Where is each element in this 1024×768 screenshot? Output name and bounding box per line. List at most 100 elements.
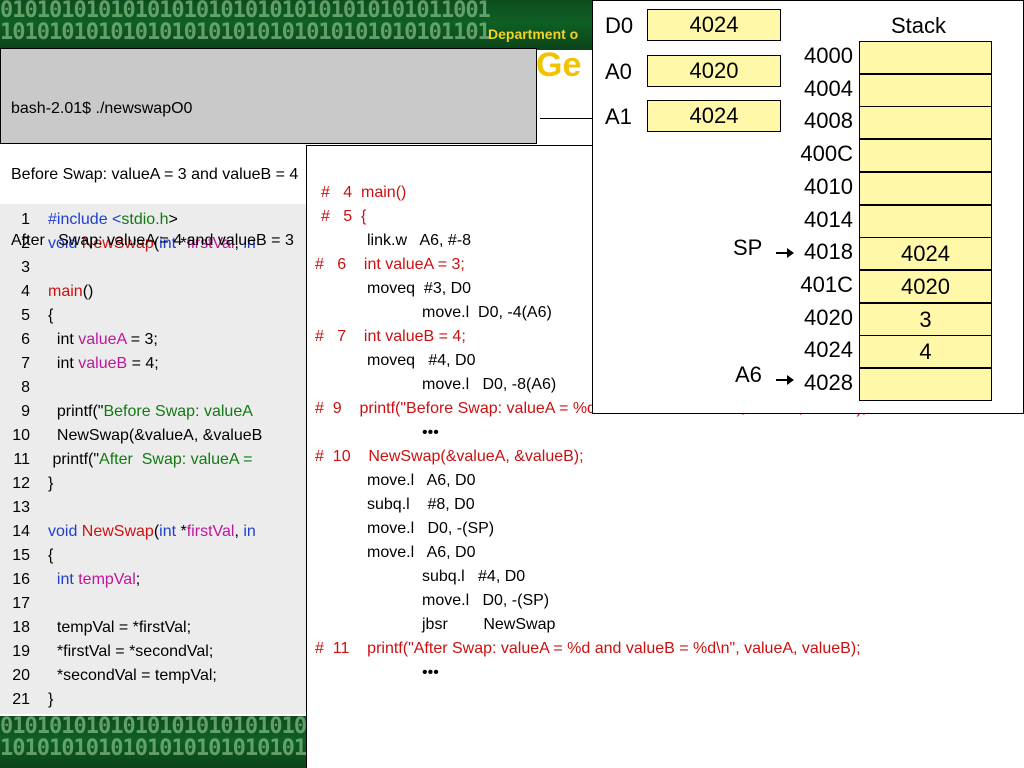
stack-address: 4014 [804, 206, 853, 232]
asm-instruction-line: move.l D0, -4(A6) [422, 304, 552, 321]
code-token: = 3; [126, 331, 158, 348]
stack-cell [859, 204, 992, 238]
stack-cell: 4020 [859, 269, 992, 303]
code-token: int [159, 523, 177, 540]
line-number: 2 [21, 235, 30, 252]
asm-instruction-line: ••• [422, 664, 439, 681]
department-text: Department o [488, 26, 579, 42]
stack-address: 4018 [804, 239, 853, 265]
code-token: NewSwap [81, 523, 154, 540]
asm-instruction-line: moveq #4, D0 [367, 352, 476, 369]
code-token: * [176, 523, 187, 540]
asm-comment-line: # 4 main() [321, 184, 407, 201]
pointer-label-sp: SP [733, 235, 763, 261]
asm-instruction-line: jbsr NewSwap [422, 616, 556, 633]
code-line: 5{ [0, 304, 53, 328]
stack-cell [859, 41, 992, 74]
register-value-a0: 4020 [647, 55, 781, 87]
asm-instruction-line: move.l D0, -8(A6) [422, 376, 557, 393]
stack-cell [859, 368, 992, 401]
line-number: 6 [21, 331, 30, 348]
pointer-arrow-icon [776, 375, 794, 385]
code-token: in [243, 235, 256, 252]
code-token: , [234, 523, 244, 540]
stack-cell [859, 139, 992, 173]
code-token: main [48, 283, 83, 300]
asm-comment-line: # 7 int valueB = 4; [315, 328, 466, 345]
code-line: 13 [0, 496, 48, 520]
code-token: *firstVal = *secondVal; [48, 643, 214, 660]
code-line: 20 *secondVal = tempVal; [0, 664, 217, 688]
asm-instruction-line: subq.l #8, D0 [367, 496, 475, 513]
code-line: 1#include <stdio.h> [0, 208, 178, 232]
code-token: , [234, 235, 244, 252]
asm-comment-line: # 11 printf("After Swap: valueA = %d and… [315, 640, 861, 657]
code-token: { [48, 547, 54, 564]
line-number: 4 [21, 283, 30, 300]
code-token: firstVal [186, 235, 235, 252]
terminal-line: bash-2.01$ ./newswapO0 [11, 100, 193, 117]
stack-title: Stack [891, 13, 947, 38]
line-number: 11 [13, 451, 30, 468]
code-line: 19 *firstVal = *secondVal; [0, 640, 213, 664]
code-token: void [48, 523, 82, 540]
code-line: 10 NewSwap(&valueA, &valueB [0, 424, 262, 448]
code-token: firstVal [186, 523, 235, 540]
slide-title-fragment: Ge [536, 46, 582, 84]
register-value-a1: 4024 [647, 100, 781, 132]
code-token: int [48, 331, 79, 348]
stack-address: 401C [800, 271, 853, 297]
asm-instruction-line: moveq #3, D0 [367, 280, 472, 297]
binary-row: 0101010101010101010101010101010101011001 [0, 0, 491, 23]
code-token: NewSwap(&valueA, &valueB [48, 427, 263, 444]
asm-instruction-line: move.l A6, D0 [367, 544, 476, 561]
code-line: 16 int tempVal; [0, 568, 140, 592]
code-line: 6 int valueA = 3; [0, 328, 158, 352]
code-token: { [48, 307, 54, 324]
asm-instruction-line: link.w A6, #-8 [367, 232, 472, 249]
stack-cell [859, 73, 992, 107]
code-token: tempVal = *firstVal; [48, 619, 192, 636]
terminal-line: After Swap: valueA = 4 and valueB = 3 [11, 232, 294, 249]
code-token: stdio.h [121, 211, 169, 228]
line-number: 15 [12, 547, 30, 564]
asm-instruction-line: move.l D0, -(SP) [367, 520, 495, 537]
code-token: = 4; [127, 355, 159, 372]
code-token: () [82, 283, 94, 300]
line-number: 1 [21, 211, 30, 228]
line-number: 21 [12, 691, 30, 708]
code-token: valueA [78, 331, 127, 348]
stack-address: 4004 [804, 75, 853, 101]
stack-cell [859, 171, 992, 205]
line-number: 20 [12, 667, 30, 684]
line-number: 17 [12, 595, 30, 612]
asm-comment-line: # 6 int valueA = 3; [315, 256, 465, 273]
code-line: 15 { [0, 544, 53, 568]
register-label-a0: A0 [605, 59, 632, 84]
terminal-line: Before Swap: valueA = 3 and valueB = 4 [11, 166, 299, 183]
binary-row: 1010101010101010101010101010101010101101 [0, 20, 491, 45]
code-token: ( [153, 523, 160, 540]
register-value-d0: 4024 [647, 9, 781, 41]
stack-cell: 4 [859, 335, 992, 369]
code-line: 17 [0, 592, 48, 616]
stack-address: 4024 [804, 337, 853, 363]
line-number: 14 [12, 523, 30, 540]
code-line: 3 [0, 256, 48, 280]
line-number: 19 [12, 643, 30, 660]
line-number: 7 [21, 355, 30, 372]
terminal-output-window[interactable]: bash-2.01$ ./newswapO0 Before Swap: valu… [0, 48, 537, 249]
code-line: 4 main() [0, 280, 93, 304]
code-token [48, 571, 57, 588]
stack-address: 4008 [804, 108, 853, 134]
code-token: > [168, 211, 178, 228]
code-line: 21} [0, 688, 53, 712]
code-token: After Swap: valueA = [99, 451, 253, 468]
stack-cell: 3 [859, 302, 992, 336]
code-token: int [48, 355, 79, 372]
code-line: 18 tempVal = *firstVal; [0, 616, 191, 640]
code-token: printf(" [48, 451, 100, 468]
line-number: 8 [21, 379, 30, 396]
